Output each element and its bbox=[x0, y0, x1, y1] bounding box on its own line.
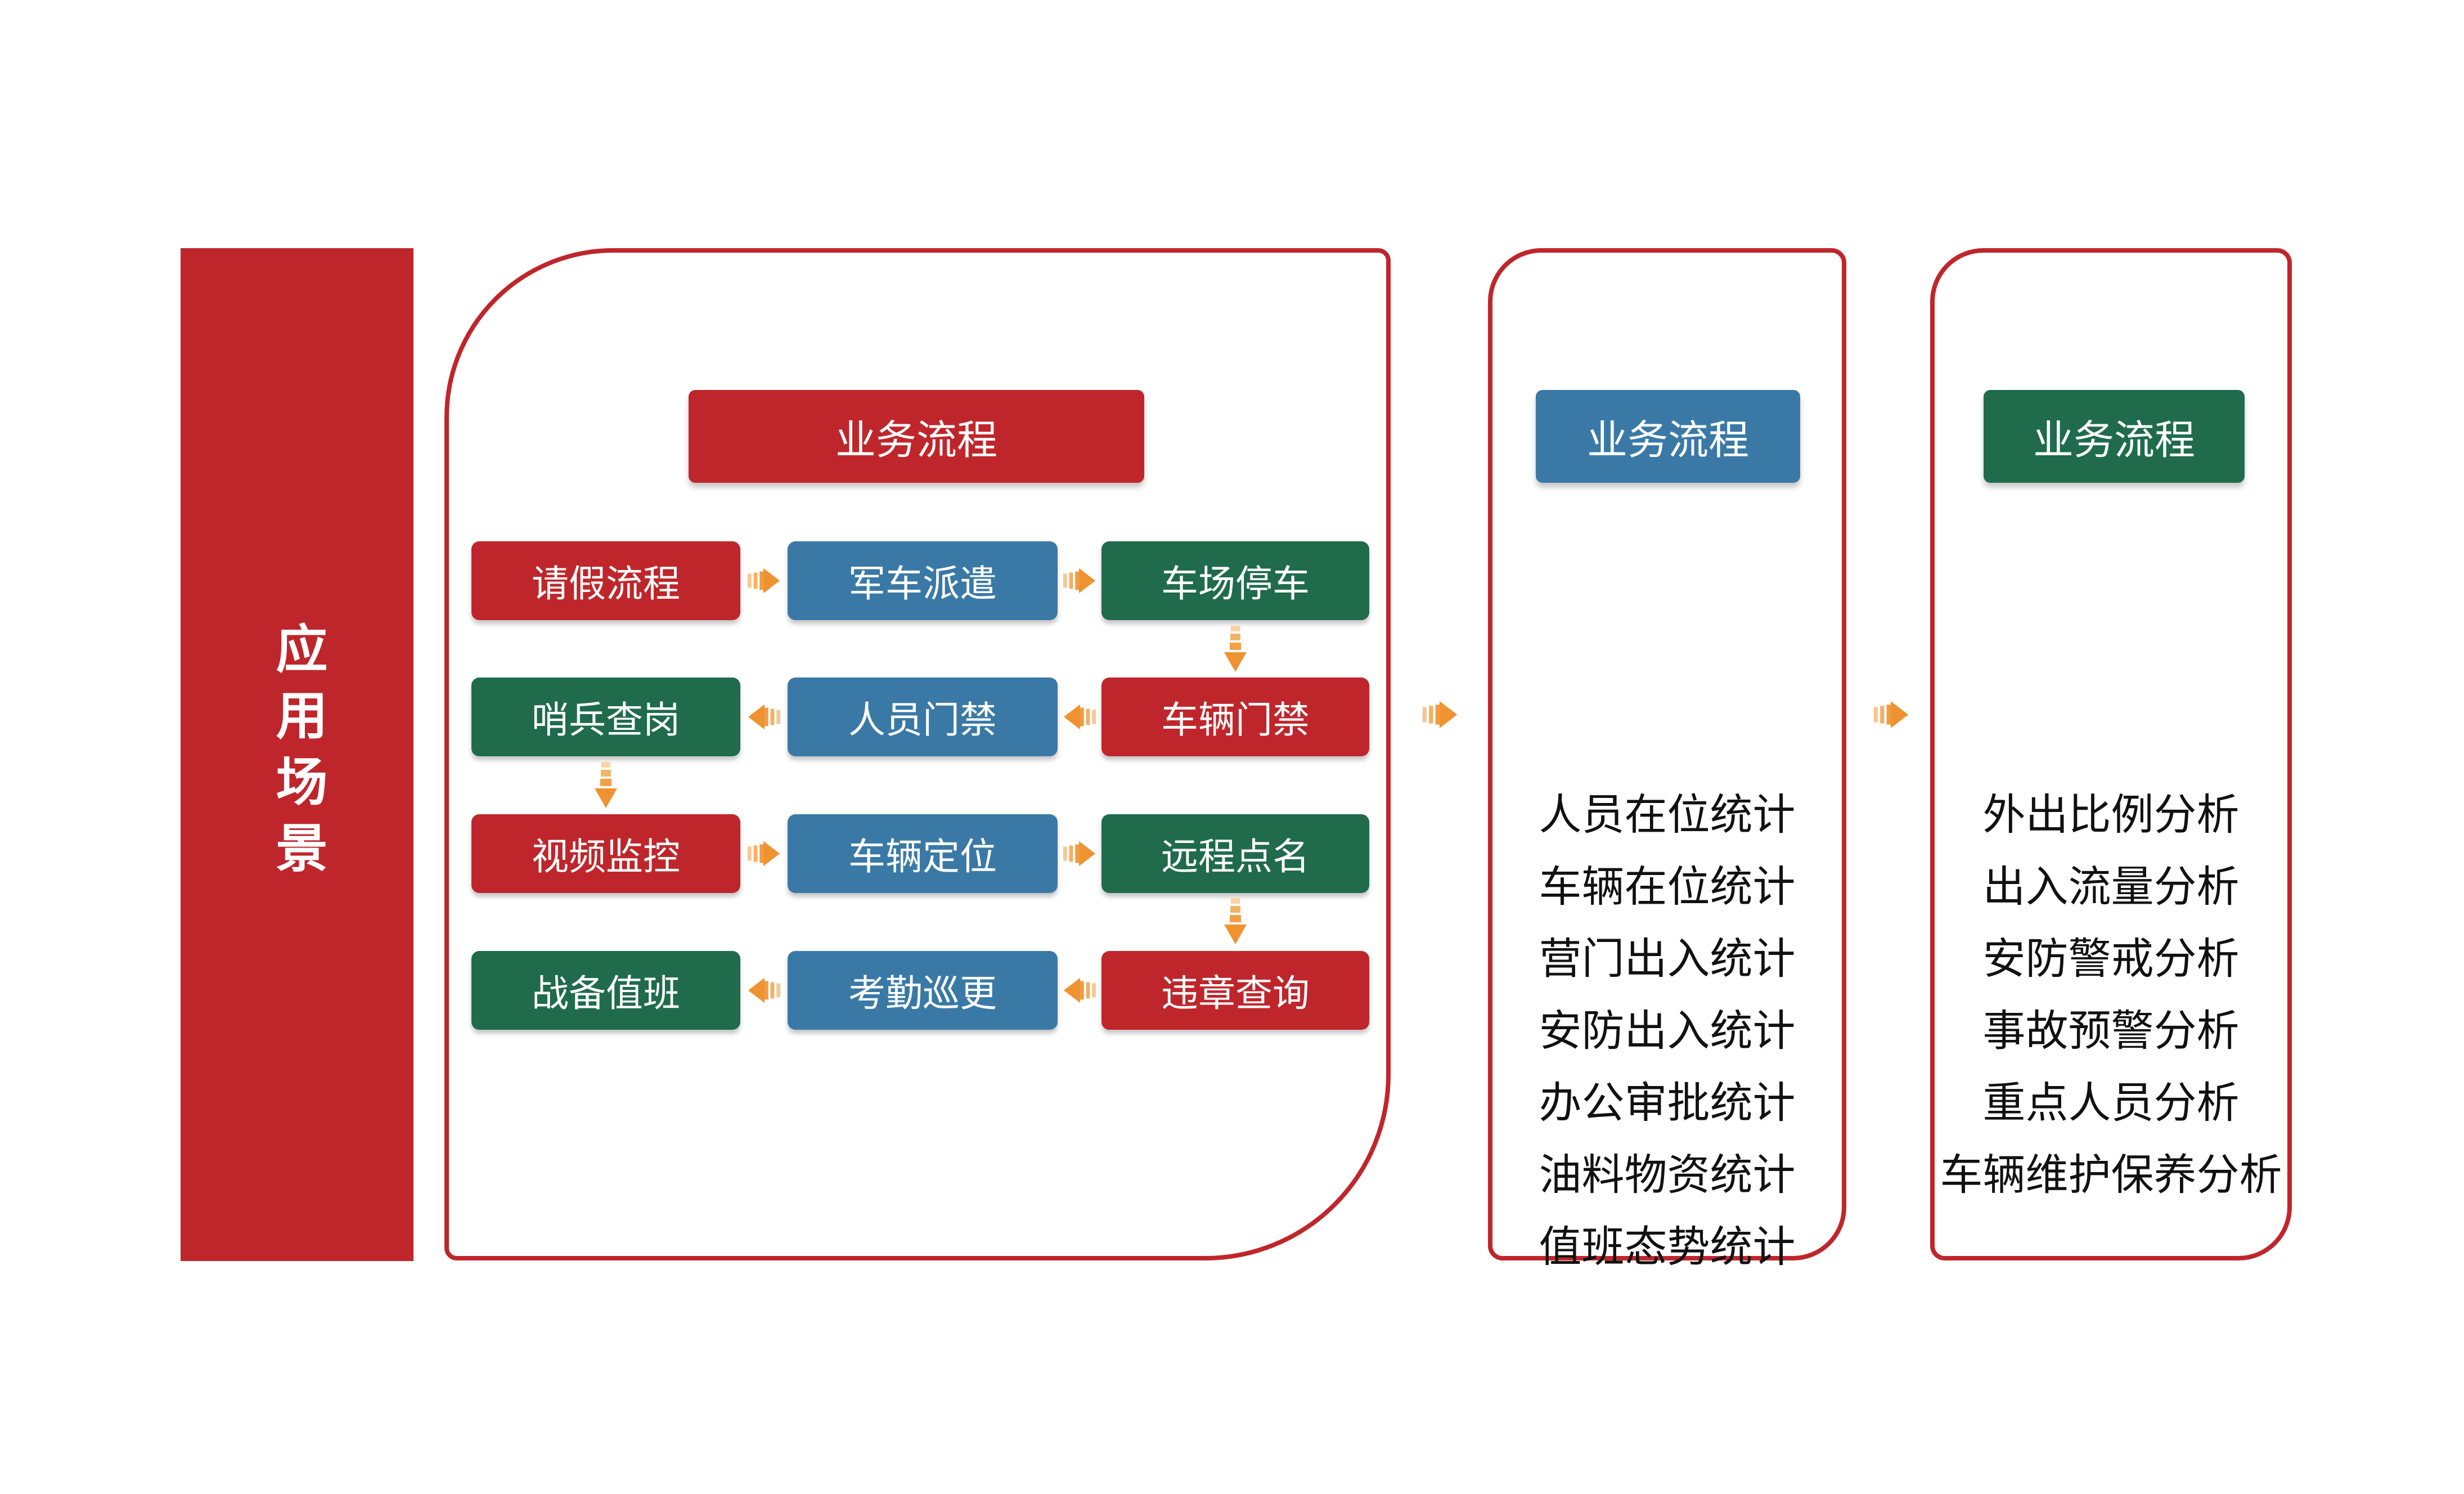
arrow-right-icon bbox=[1063, 841, 1096, 867]
arrow-left-icon bbox=[1063, 977, 1096, 1003]
arrow-right-icon bbox=[748, 568, 780, 594]
flow-box-shaobingchagang: 哨兵查岗 bbox=[471, 678, 740, 756]
stats-item: 安防出入统计 bbox=[1539, 1007, 1796, 1055]
analysis-panel-header: 业务流程 bbox=[1984, 390, 2245, 483]
flow-box-shipinjiankong: 视频监控 bbox=[471, 814, 740, 893]
application-scenarios-bar: 应用场景 bbox=[181, 248, 413, 1261]
application-scenarios-label: 应用场景 bbox=[268, 622, 326, 887]
flow-box-kaoqinxungeng: 考勤巡更 bbox=[788, 951, 1058, 1030]
arrow-down-icon bbox=[1224, 626, 1247, 672]
analysis-item: 外出比例分析 bbox=[1982, 791, 2240, 839]
flow-box-weizhangchaxun: 违章查询 bbox=[1101, 951, 1369, 1030]
flow-box-cheliangmenjin: 车辆门禁 bbox=[1101, 678, 1369, 756]
flow-panel-header: 业务流程 bbox=[689, 390, 1144, 483]
arrow-right-icon bbox=[1422, 701, 1458, 728]
arrow-down-icon bbox=[595, 762, 617, 808]
flow-box-yuanchengdianming: 远程点名 bbox=[1101, 814, 1369, 893]
flow-box-juncheepaiqian: 军车派遣 bbox=[788, 541, 1058, 620]
flow-box-chechangtingche: 车场停车 bbox=[1101, 541, 1369, 620]
flow-box-cheliangdingwei: 车辆定位 bbox=[788, 814, 1058, 893]
arrow-right-icon bbox=[1873, 701, 1909, 728]
stats-list: 人员在位统计 车辆在位统计 营门出入统计 安防出入统计 办公审批统计 油料物资统… bbox=[1492, 775, 1842, 1279]
analysis-list: 外出比例分析 出入流量分析 安防警戒分析 事故预警分析 重点人员分析 车辆维护保… bbox=[1935, 775, 2287, 1207]
analysis-item: 车辆维护保养分析 bbox=[1940, 1151, 2282, 1199]
flow-box-qingjialiucheng: 请假流程 bbox=[471, 541, 740, 620]
stats-panel-header: 业务流程 bbox=[1536, 390, 1800, 483]
flow-box-zhanbeizhiban: 战备值班 bbox=[471, 951, 740, 1030]
stats-item: 办公审批统计 bbox=[1539, 1079, 1796, 1127]
analysis-item: 安防警戒分析 bbox=[1982, 935, 2240, 983]
stats-item: 车辆在位统计 bbox=[1539, 863, 1796, 911]
stats-item: 营门出入统计 bbox=[1539, 935, 1796, 983]
analysis-item: 事故预警分析 bbox=[1982, 1007, 2240, 1055]
stats-item: 油料物资统计 bbox=[1539, 1151, 1796, 1199]
arrow-down-icon bbox=[1224, 898, 1247, 944]
arrow-left-icon bbox=[1063, 704, 1096, 730]
analysis-item: 重点人员分析 bbox=[1982, 1079, 2240, 1127]
stats-item: 人员在位统计 bbox=[1539, 791, 1796, 839]
arrow-left-icon bbox=[748, 704, 780, 730]
arrow-right-icon bbox=[748, 841, 780, 867]
arrow-right-icon bbox=[1063, 568, 1096, 594]
arrow-left-icon bbox=[748, 977, 780, 1003]
flow-box-renyuanmenjin: 人员门禁 bbox=[788, 678, 1058, 756]
stats-item: 值班态势统计 bbox=[1539, 1223, 1796, 1271]
analysis-item: 出入流量分析 bbox=[1982, 863, 2240, 911]
